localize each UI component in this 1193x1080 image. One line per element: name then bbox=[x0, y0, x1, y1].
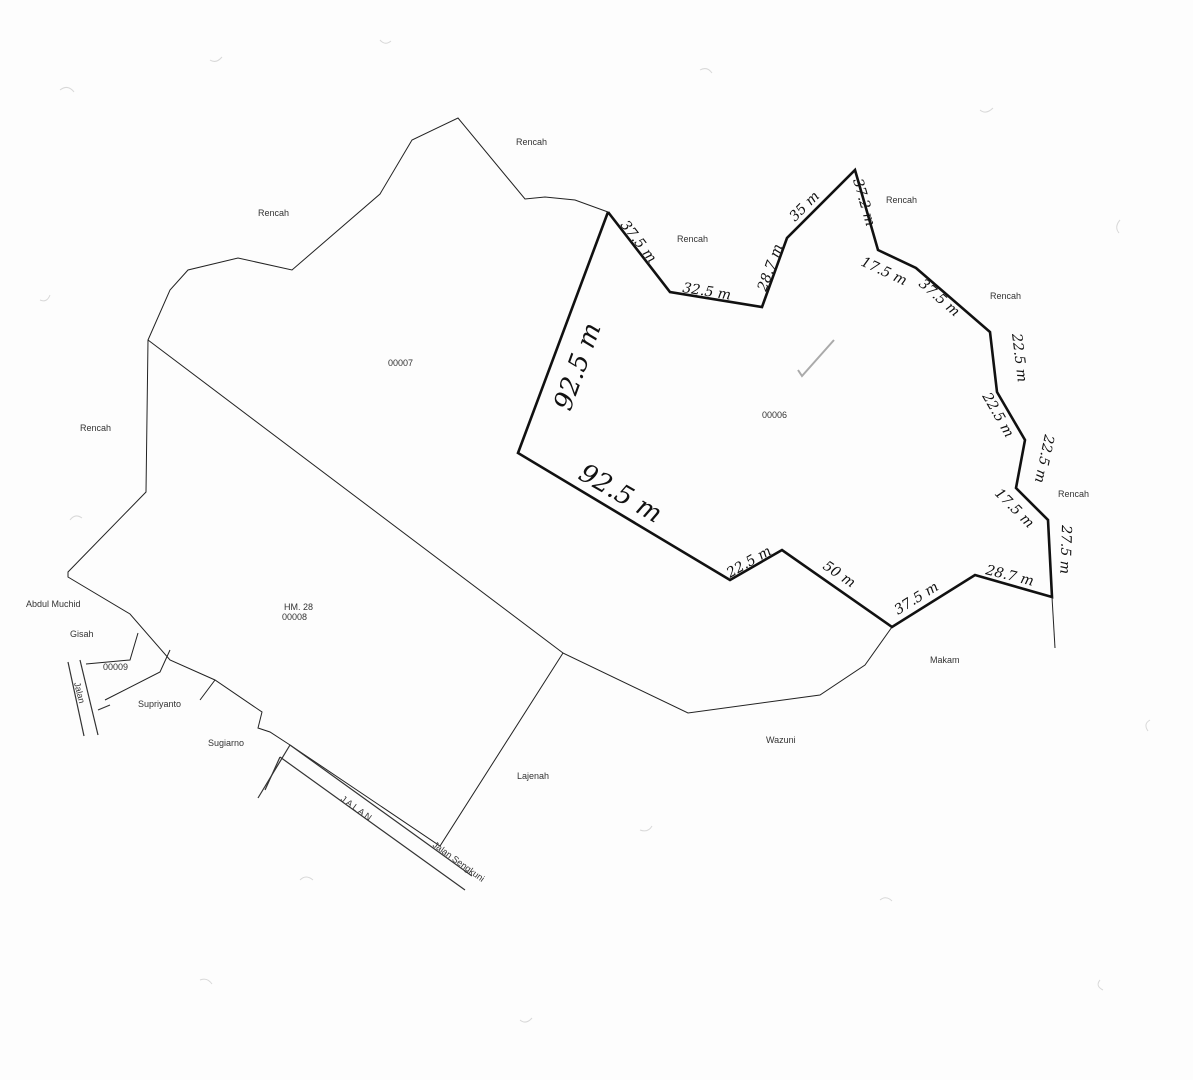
dimension-label: 22.5 m bbox=[1008, 332, 1030, 383]
parcel-00006-boundary bbox=[516, 167, 1054, 629]
paper-texture bbox=[39, 39, 1151, 1023]
parcel-label-00008: 00008 bbox=[282, 612, 307, 622]
neighbor-label: Rencah bbox=[677, 234, 708, 244]
parcel-00007-outline bbox=[67, 117, 893, 847]
neighbor-label: Lajenah bbox=[517, 771, 549, 781]
neighbor-label: Abdul Muchid bbox=[26, 599, 81, 609]
dimension-label: 22.5 m bbox=[723, 543, 774, 582]
dimension-label: 37.5 m bbox=[915, 276, 962, 320]
road-jalan-side bbox=[67, 659, 111, 737]
dimension-label: 37.5 m bbox=[617, 218, 660, 266]
dimension-label: 22.5 m bbox=[1031, 432, 1057, 484]
parcel-00009-outline bbox=[85, 632, 139, 665]
dimension-label: 32.5 m bbox=[681, 280, 732, 303]
parcel-label-hm28: HM. 28 bbox=[284, 602, 313, 612]
road-label-jalan-corner: Jalan Sengkuni bbox=[431, 840, 487, 884]
boundary-extension-tick bbox=[1051, 596, 1056, 649]
neighbor-label: Rencah bbox=[80, 423, 111, 433]
boundary-00007-hm28 bbox=[147, 339, 564, 654]
dimension-label: 28.7 m bbox=[754, 242, 786, 294]
neighbor-label: Rencah bbox=[990, 291, 1021, 301]
dimension-label-west: 92.5 m bbox=[548, 319, 607, 415]
neighbor-label: Rencah bbox=[516, 137, 547, 147]
neighbor-label: Rencah bbox=[258, 208, 289, 218]
parcel-label-00009: 00009 bbox=[103, 662, 128, 672]
road-jalan-main bbox=[257, 744, 473, 891]
parcel-label-00006: 00006 bbox=[762, 410, 787, 420]
dimension-label: 27.5 m bbox=[1056, 524, 1074, 574]
dimension-label: 17.5 m bbox=[991, 486, 1037, 532]
parcel-supriyanto-outline bbox=[104, 649, 171, 701]
neighbor-label: Supriyanto bbox=[138, 699, 181, 709]
parcel-label-00007: 00007 bbox=[388, 358, 413, 368]
dimension-label: 37.2 m bbox=[849, 177, 878, 228]
neighbor-label: Sugiarno bbox=[208, 738, 244, 748]
neighbor-label: Gisah bbox=[70, 629, 94, 639]
neighbor-label: Rencah bbox=[1058, 489, 1089, 499]
check-mark-icon bbox=[797, 339, 835, 378]
neighbor-label: Wazuni bbox=[766, 735, 796, 745]
neighbor-label: Rencah bbox=[886, 195, 917, 205]
parcel-sugiarno-divider bbox=[199, 679, 216, 701]
dimension-label: 50 m bbox=[820, 558, 858, 591]
dimension-label: 17.5 m bbox=[858, 254, 909, 289]
neighbor-label: Makam bbox=[930, 655, 960, 665]
